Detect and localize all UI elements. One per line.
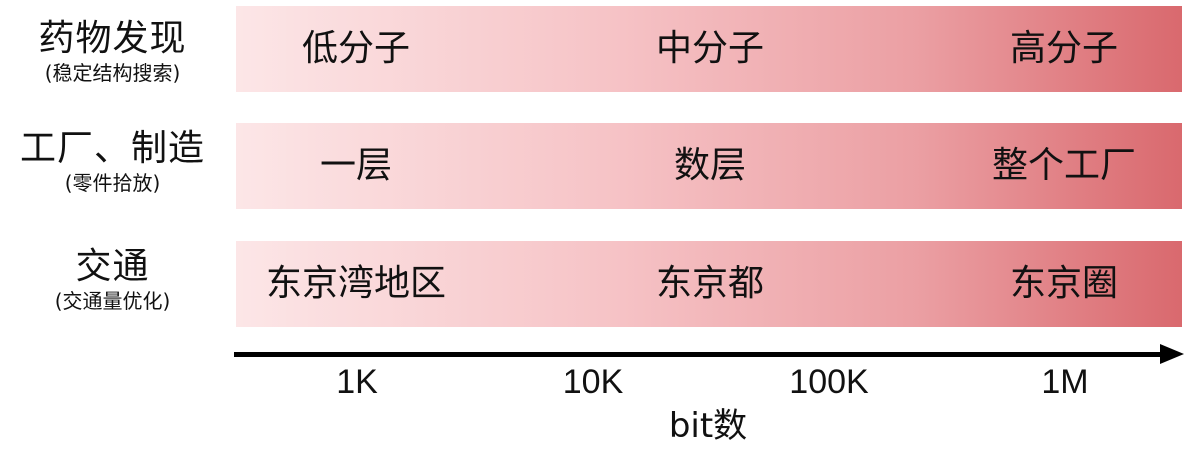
axis-line	[234, 352, 1164, 357]
row-subtitle: (交通量优化)	[54, 289, 171, 313]
axis-tick-label: 100K	[789, 363, 869, 401]
axis-tick-label: 1K	[336, 363, 378, 401]
axis-arrow-icon	[1160, 344, 1184, 364]
band-cell-low: 低分子	[301, 28, 411, 69]
row-subtitle: (零件拾放)	[64, 171, 161, 195]
band-cell-mid: 数层	[673, 145, 747, 186]
row-title: 交通	[75, 246, 150, 287]
axis-title: bit数	[668, 406, 748, 446]
band-cell-high: 整个工厂	[991, 145, 1137, 186]
band-cell-mid: 东京都	[655, 263, 765, 304]
axis-tick-label: 1M	[1041, 363, 1089, 401]
band-cell-high: 高分子	[1009, 28, 1119, 69]
row-title: 工厂、制造	[19, 128, 205, 169]
band-cell-high: 东京圈	[1009, 263, 1119, 304]
band-factory: 一层 数层 整个工厂	[236, 123, 1182, 209]
row-label-factory: 工厂、制造 (零件拾放)	[0, 128, 225, 196]
band-traffic: 东京湾地区 东京都 东京圈	[236, 241, 1182, 327]
band-drug-discovery: 低分子 中分子 高分子	[236, 6, 1182, 92]
band-cell-low: 东京湾地区	[265, 263, 447, 304]
row-label-traffic: 交通 (交通量优化)	[0, 246, 225, 314]
band-cell-low: 一层	[319, 145, 393, 186]
row-label-drug-discovery: 药物发现 (稳定结构搜索)	[0, 18, 225, 86]
band-cell-mid: 中分子	[655, 28, 765, 69]
row-title: 药物发现	[38, 18, 187, 59]
axis-tick-label: 10K	[562, 363, 624, 401]
row-subtitle: (稳定结构搜索)	[44, 61, 181, 85]
